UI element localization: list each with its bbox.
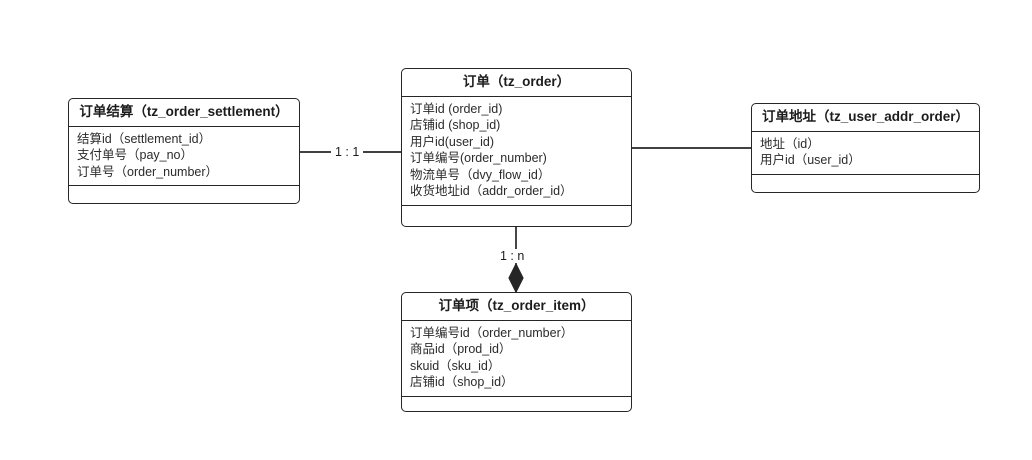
attribute-row: 收货地址id（addr_order_id） xyxy=(410,184,573,199)
entity-order-item[interactable]: 订单项（tz_order_item） 订单编号id（order_number） … xyxy=(401,292,632,412)
entity-divider xyxy=(69,125,299,127)
entity-attributes: 订单编号id（order_number） 商品id（prod_id） skuid… xyxy=(402,321,631,396)
entity-order-settlement[interactable]: 订单结算（tz_order_settlement） 结算id（settlemen… xyxy=(68,98,300,204)
entity-attributes: 结算id（settlement_id） 支付单号（pay_no） 订单号（ord… xyxy=(69,127,299,186)
entity-title: 订单地址（tz_user_addr_order） xyxy=(761,109,970,124)
entity-divider xyxy=(752,173,979,175)
attribute-row: 店铺id（shop_id） xyxy=(410,375,514,390)
attribute-row: 用户id(user_id) xyxy=(410,134,495,149)
attribute-row: 商品id（prod_id） xyxy=(410,342,512,357)
entity-title: 订单（tz_order） xyxy=(462,74,571,89)
entity-divider xyxy=(402,204,631,206)
entity-title: 订单项（tz_order_item） xyxy=(438,298,595,313)
entity-divider xyxy=(402,319,631,321)
attribute-row: 订单编号id（order_number） xyxy=(410,325,574,340)
attribute-row: skuid（sku_id） xyxy=(410,358,501,373)
attribute-row: 订单id (order_id) xyxy=(410,101,503,116)
entity-order[interactable]: 订单（tz_order） 订单id (order_id) 店铺id (shop_… xyxy=(401,68,632,227)
entity-attributes: 订单id (order_id) 店铺id (shop_id) 用户id(user… xyxy=(402,97,631,205)
entity-title: 订单结算（tz_order_settlement） xyxy=(79,104,289,119)
entity-divider xyxy=(752,130,979,132)
entity-attributes: 地址（id） 用户id（user_id） xyxy=(752,132,979,174)
attribute-row: 结算id（settlement_id） xyxy=(77,131,212,146)
entity-divider xyxy=(402,95,631,97)
attribute-row: 支付单号（pay_no） xyxy=(77,148,194,163)
attribute-row: 订单编号(order_number) xyxy=(410,151,547,166)
entity-divider xyxy=(69,185,299,187)
attribute-row: 用户id（user_id） xyxy=(760,153,861,168)
cardinality-label-order-item: 1 : n xyxy=(496,249,529,263)
attribute-row: 地址（id） xyxy=(760,136,820,151)
entity-divider xyxy=(402,395,631,397)
entity-user-addr-order[interactable]: 订单地址（tz_user_addr_order） 地址（id） 用户id（use… xyxy=(751,103,980,193)
cardinality-label-settlement-order: 1 : 1 xyxy=(331,145,364,159)
filled-diamond-marker xyxy=(508,262,524,294)
attribute-row: 订单号（order_number） xyxy=(77,164,219,179)
attribute-row: 物流单号（dvy_flow_id） xyxy=(410,167,551,182)
attribute-row: 店铺id (shop_id) xyxy=(410,118,501,133)
